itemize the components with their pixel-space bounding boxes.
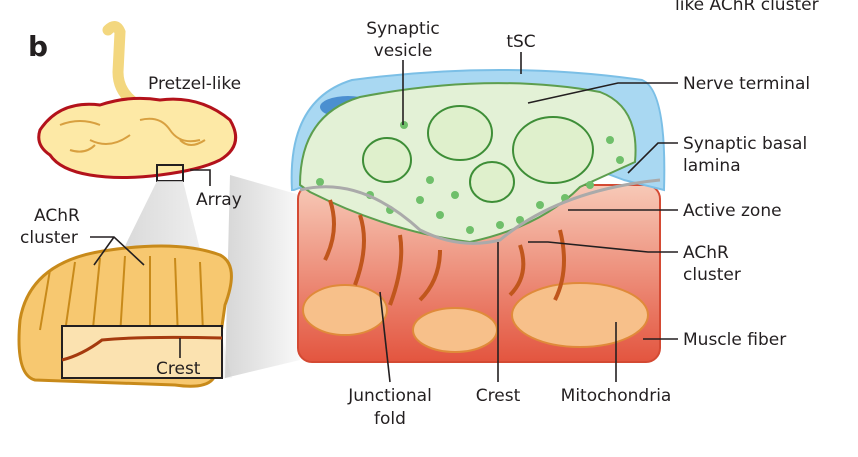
junctional-fold-label-1: Junctional <box>347 386 432 406</box>
basal-lamina-label-1: Synaptic basal <box>683 134 807 154</box>
nerve-mitochondria <box>362 105 594 203</box>
synaptic-vesicle-label-1: Synaptic <box>366 19 440 39</box>
mitochondria <box>302 282 649 353</box>
active-zone-label: Active zone <box>683 201 782 221</box>
basal-lamina-label-2: lamina <box>683 156 741 176</box>
pretzel-label: Pretzel-like <box>148 74 241 94</box>
achr-cluster-label-2: cluster <box>683 265 741 285</box>
synaptic-vesicle-label-2: vesicle <box>374 41 433 61</box>
top-cut-text: like AChR cluster <box>675 0 819 15</box>
left-achr-label-2: cluster <box>20 228 78 248</box>
pretzel-shape <box>37 21 238 179</box>
left-achr-label-1: AChR <box>34 206 80 226</box>
junctional-fold-label-2: fold <box>374 409 406 429</box>
left-crest-label: Crest <box>156 359 201 379</box>
junctional-folds <box>323 199 566 306</box>
tsc-label: tSC <box>506 32 535 52</box>
achr-cluster-label-1: AChR <box>683 243 729 263</box>
array-label: Array <box>196 190 242 210</box>
crest-label: Crest <box>476 386 521 406</box>
muscle-fiber-label: Muscle fiber <box>683 330 786 350</box>
panel-label: b <box>28 30 48 63</box>
mitochondria-label: Mitochondria <box>561 386 672 406</box>
nerve-terminal-label: Nerve terminal <box>683 74 810 94</box>
achr-cluster-closeup <box>17 244 233 388</box>
